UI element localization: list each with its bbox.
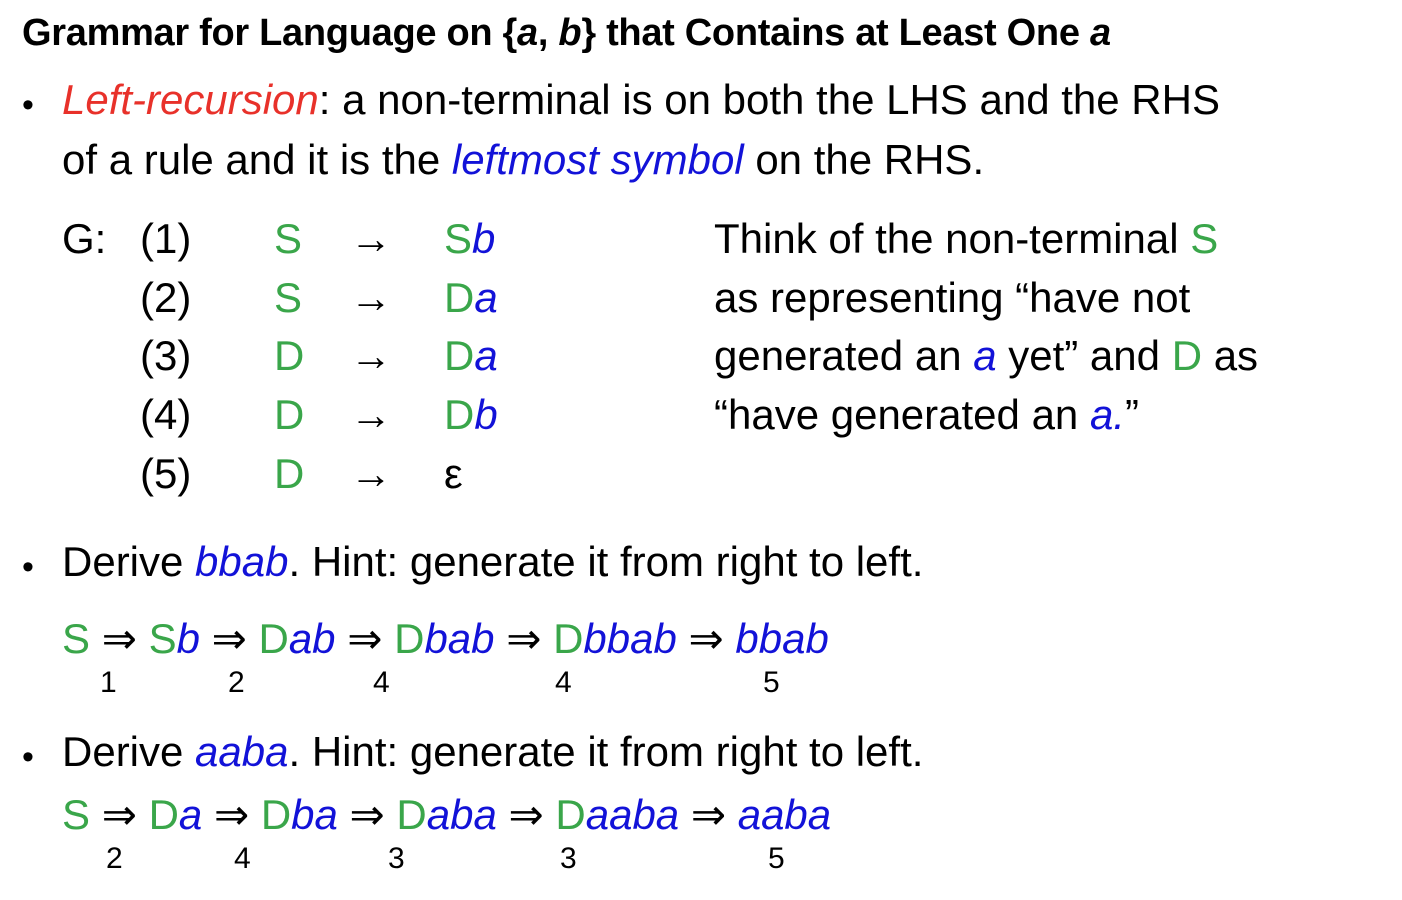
grammar-label: G: bbox=[62, 215, 107, 262]
rule-rhs: ε bbox=[444, 450, 463, 497]
rule-arrow: → bbox=[350, 274, 392, 321]
rule-lhs: S bbox=[274, 274, 303, 321]
rule-rhs: Da bbox=[444, 274, 498, 321]
rule-number: (4) bbox=[140, 391, 192, 438]
rule-number: (2) bbox=[140, 274, 192, 321]
rule-arrow: → bbox=[350, 332, 392, 379]
rule-rhs: Da bbox=[444, 332, 498, 379]
rule-subscript: 2 bbox=[106, 842, 123, 875]
rule-number: (5) bbox=[140, 450, 192, 497]
rule-subscript: 4 bbox=[234, 842, 251, 875]
rule-rhs: Sb bbox=[444, 215, 496, 262]
rule-number: (3) bbox=[140, 332, 192, 379]
rule-arrow: → bbox=[350, 215, 392, 262]
note-line-1: Think of the non-terminal S bbox=[714, 215, 1219, 262]
rule-subscript: 3 bbox=[388, 842, 405, 875]
rule-subscript: 4 bbox=[373, 666, 390, 699]
rule-lhs: D bbox=[274, 450, 305, 497]
definition-line-1: Left-recursion: a non-terminal is on bot… bbox=[62, 76, 1220, 123]
page-title: Grammar for Language on {a, b} that Cont… bbox=[22, 12, 1111, 54]
derivation-aaba: S ⇒ Da ⇒ Dba ⇒ Daba ⇒ Daaba ⇒ aaba bbox=[62, 791, 832, 838]
note-line-2: as representing “have not bbox=[714, 274, 1191, 321]
rule-subscript: 1 bbox=[100, 666, 117, 699]
rule-lhs: D bbox=[274, 391, 305, 438]
bullet-marker: • bbox=[22, 86, 34, 124]
derive-bbab-heading: Derive bbab. Hint: generate it from righ… bbox=[62, 538, 924, 585]
rule-subscript: 4 bbox=[555, 666, 572, 699]
rule-lhs: D bbox=[274, 332, 305, 379]
bullet-marker: • bbox=[22, 738, 34, 776]
rule-number: (1) bbox=[140, 215, 192, 262]
rule-subscript: 3 bbox=[560, 842, 577, 875]
rule-subscript: 5 bbox=[768, 842, 785, 875]
rule-subscript: 2 bbox=[228, 666, 245, 699]
derivation-bbab: S ⇒ Sb ⇒ Dab ⇒ Dbab ⇒ Dbbab ⇒ bbab bbox=[62, 615, 829, 662]
rule-lhs: S bbox=[274, 215, 303, 262]
note-line-3: generated an a yet” and D as bbox=[714, 332, 1259, 379]
definition-line-2: of a rule and it is the leftmost symbol … bbox=[62, 136, 985, 183]
note-line-4: “have generated an a.” bbox=[714, 391, 1139, 438]
rule-rhs: Db bbox=[444, 391, 498, 438]
rule-subscript: 5 bbox=[763, 666, 780, 699]
bullet-marker: • bbox=[22, 548, 34, 586]
rule-arrow: → bbox=[350, 450, 392, 497]
derive-aaba-heading: Derive aaba. Hint: generate it from righ… bbox=[62, 728, 924, 775]
rule-arrow: → bbox=[350, 391, 392, 438]
